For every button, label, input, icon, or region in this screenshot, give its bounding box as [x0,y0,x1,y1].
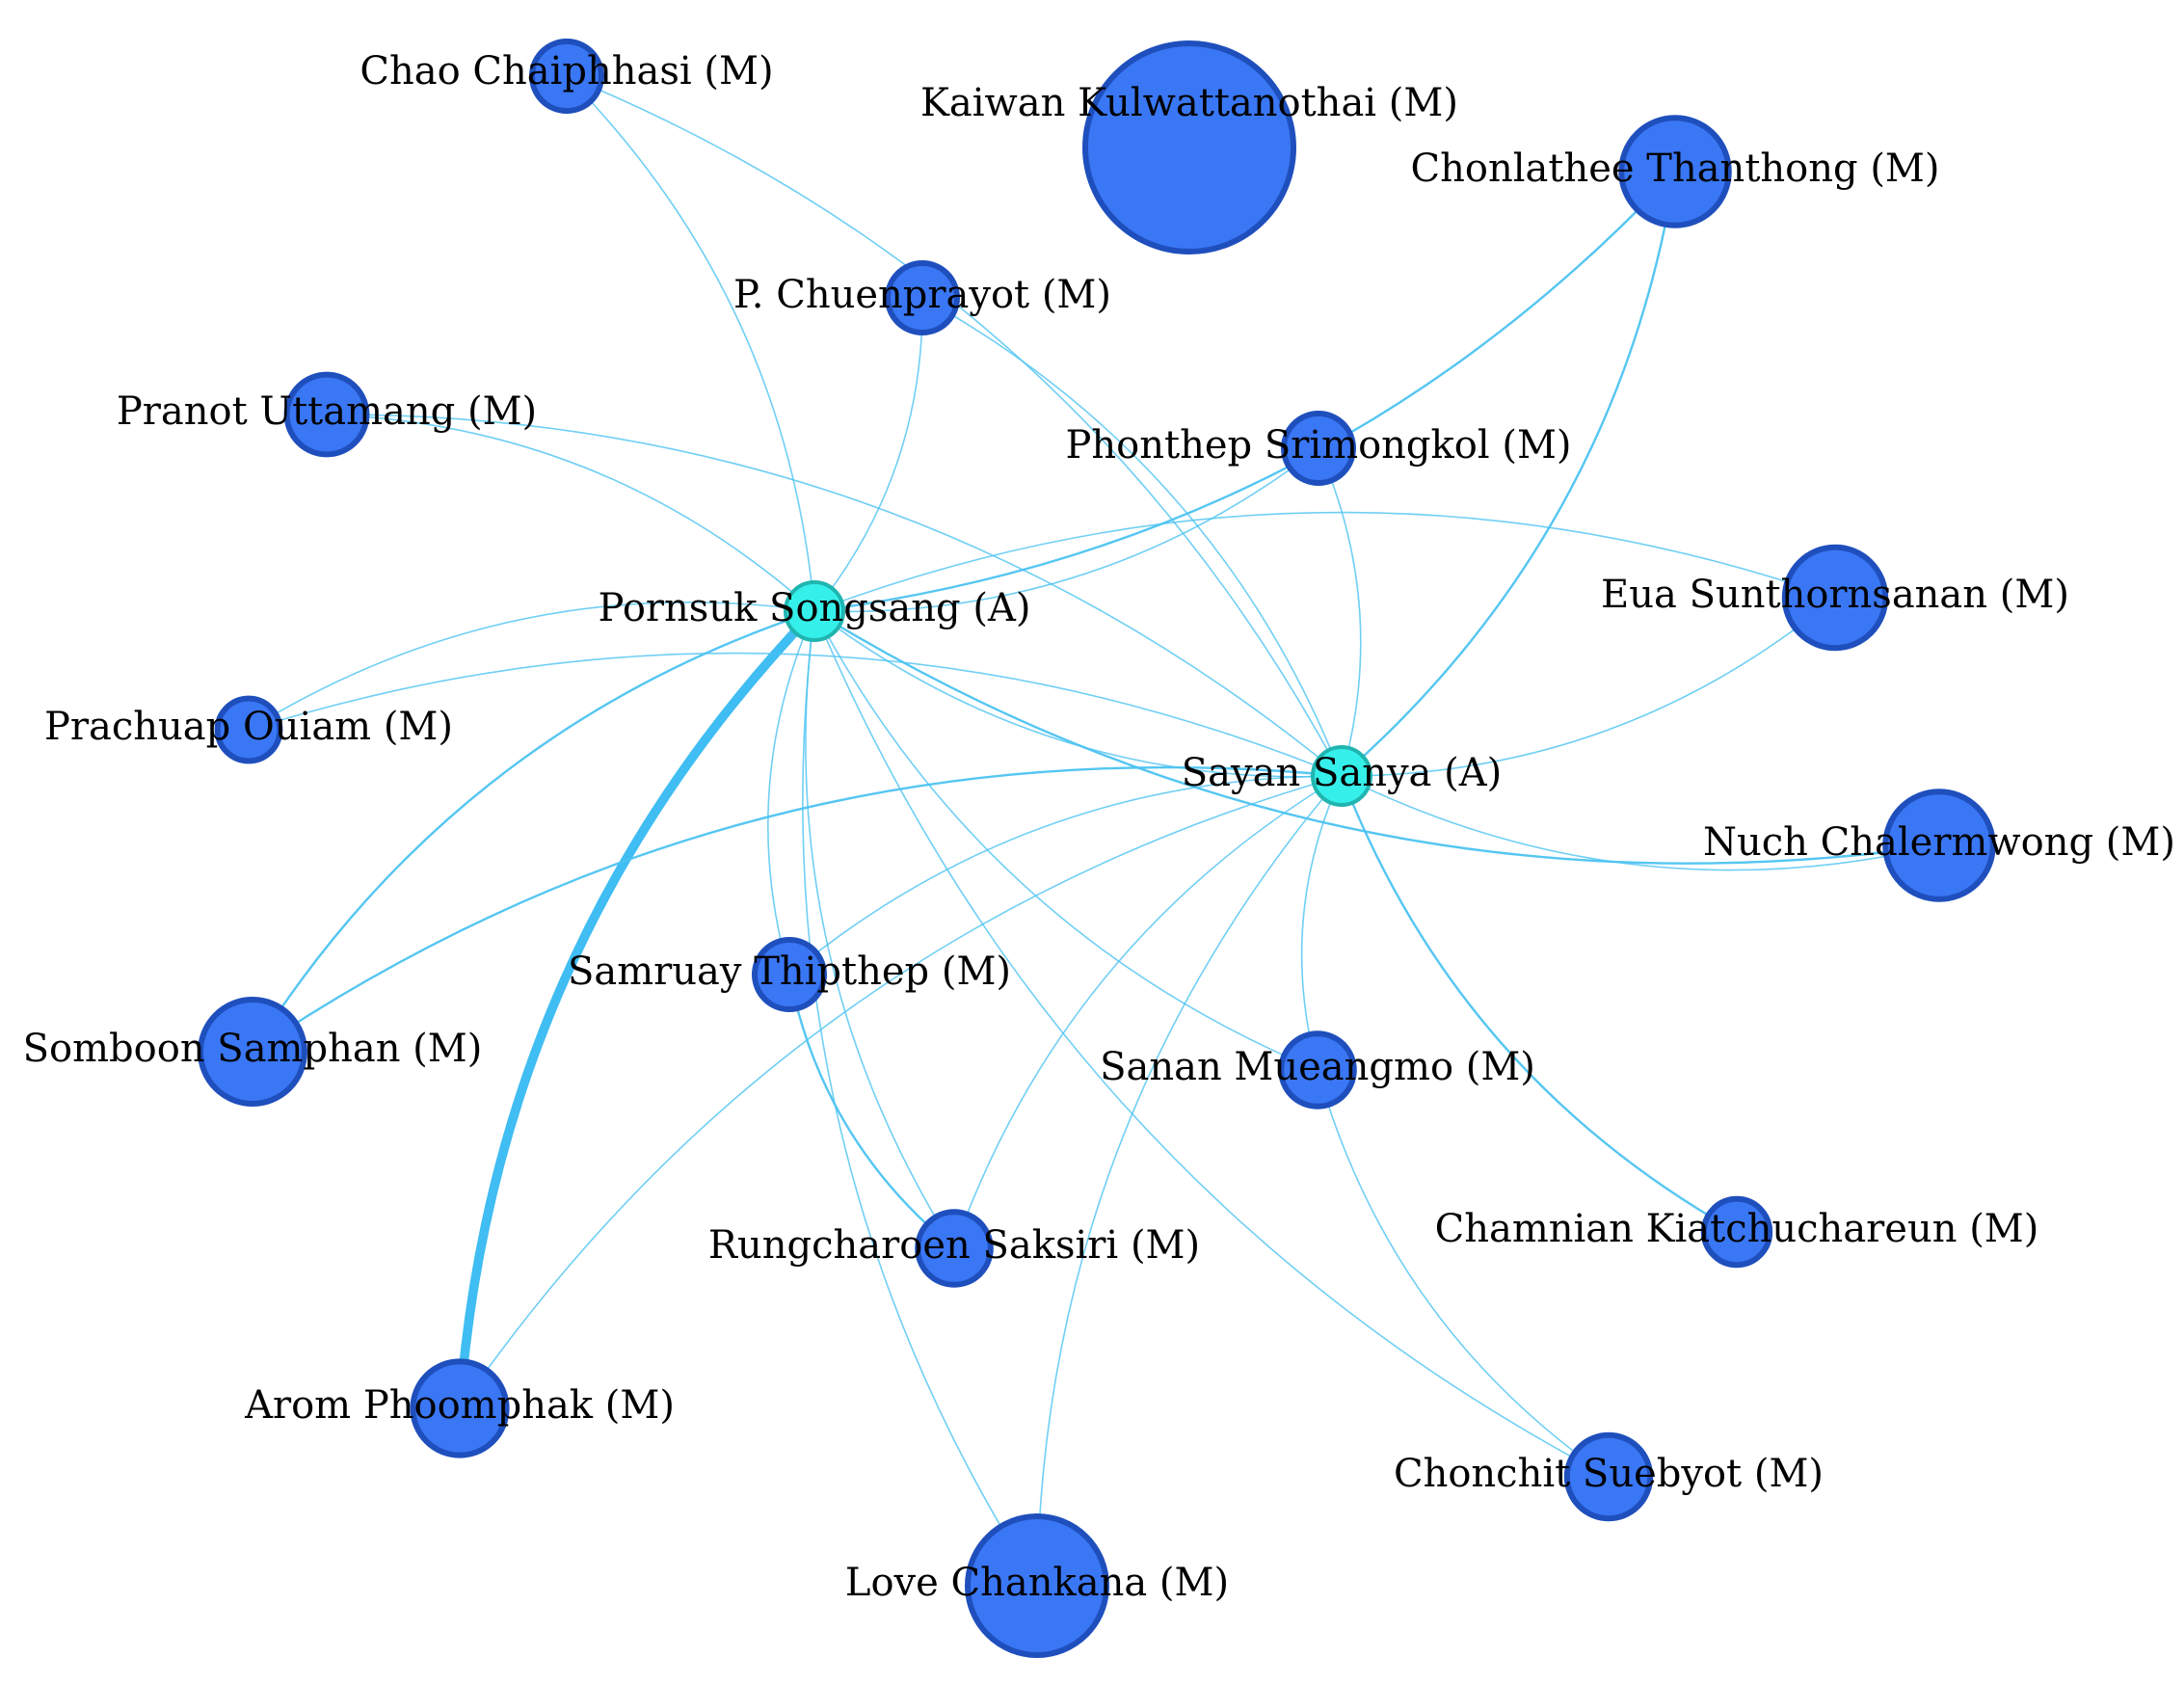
node-eua[interactable] [1781,544,1889,652]
node-label-samruay: Samruay Thipthep (M) [568,949,1011,994]
node-label-love: Love Chankana (M) [845,1561,1229,1605]
node-label-somboon: Somboon Samphan (M) [23,1027,483,1071]
node-nuch[interactable] [1882,789,1996,902]
node-label-kaiwan: Kaiwan Kulwattanothai (M) [920,81,1458,125]
edge-pornsuk-prachuap [248,601,815,731]
edge-sayan-arom [459,775,1343,1409]
node-love[interactable] [965,1513,1109,1658]
node-chonlathee[interactable] [1618,115,1732,228]
node-label-sayan: Sayan Sanya (A) [1182,751,1502,795]
node-rung[interactable] [915,1209,994,1288]
edge-sayan-rung [953,775,1343,1249]
node-pranot[interactable] [283,371,370,458]
edge-pornsuk-pchuen [813,297,923,612]
edge-pornsuk-phonthep [813,447,1319,613]
node-label-pchuen: P. Chuenprayot (M) [733,273,1111,317]
node-chonchit[interactable] [1563,1431,1654,1522]
edge-pornsuk-samruay [767,610,815,976]
edge-sayan-prachuap [248,652,1343,777]
node-label-chonchit: Chonchit Suebyot (M) [1394,1452,1824,1496]
edge-pornsuk-arom [455,606,819,1413]
node-phonthep[interactable] [1281,411,1356,486]
edge-sanan-chonchit [1317,1069,1610,1478]
nodes-layer [198,39,1996,1658]
edge-sayan-nuch [1341,775,1940,871]
edge-sayan-phonthep [1318,447,1362,777]
node-label-sanan: Sanan Mueangmo (M) [1100,1045,1535,1089]
node-label-prachuap: Prachuap Ouiam (M) [44,705,453,749]
labels-layer: Pornsuk Songsang (A) Sayan Sanya (A) Kaiwa… [23,49,2175,1605]
node-samruay[interactable] [752,937,827,1012]
edges-layer [248,75,1941,1587]
edge-sayan-sanan [1300,775,1343,1071]
edge-sayan-chao [566,75,1343,777]
edge-pornsuk-chonchit [813,610,1610,1478]
edge-sayan-samruay [788,775,1343,976]
node-label-pornsuk: Pornsuk Songsang (A) [599,586,1031,630]
edge-sayan-pchuen [921,297,1343,777]
node-sayan[interactable] [1311,745,1372,807]
edge-pornsuk-pranot [326,414,815,612]
edge-samruay-rung [787,973,956,1250]
node-label-arom: Arom Phoomphak (M) [244,1383,675,1428]
edge-eua-pornsuk [813,511,1836,612]
edge-pornsuk-rung [805,610,955,1249]
node-label-phonthep: Phonthep Srimongkol (M) [1065,423,1571,468]
node-pchuen[interactable] [885,260,960,335]
node-label-nuch: Nuch Chalermwong (M) [1703,820,2175,865]
node-label-chonlathee: Chonlathee Thanthong (M) [1411,147,1940,191]
edge-pornsuk-somboon [251,609,816,1054]
edge-sayan-chonlathee [1340,170,1677,778]
node-sanan[interactable] [1278,1030,1357,1110]
edge-pornsuk-chao [566,75,815,612]
node-chamnian[interactable] [1700,1195,1773,1269]
node-kaiwan[interactable] [1082,40,1296,254]
edge-sayan-love [1036,775,1343,1587]
node-label-eua: Eua Sunthornsanan (M) [1601,573,2069,617]
edge-pornsuk-nuch [812,609,1941,865]
edge-sayan-eua [1341,597,1836,777]
edge-sayan-chamnian [1340,774,1739,1234]
node-label-pranot: Pranot Uttamang (M) [117,389,537,434]
node-label-chao: Chao Chaiphhasi (M) [360,49,773,94]
edge-pornsuk-chonlathee [812,170,1677,613]
edge-sayan-somboon [251,765,1344,1054]
edge-pornsuk-sanan [813,610,1318,1071]
edge-pornsuk-love [802,610,1038,1587]
node-label-rung: Rungcharoen Saksiri (M) [708,1223,1200,1268]
node-arom[interactable] [410,1358,510,1458]
node-chao[interactable] [529,39,604,114]
node-somboon[interactable] [198,997,307,1107]
node-prachuap[interactable] [214,695,283,764]
node-pornsuk[interactable] [784,580,845,642]
edge-sayan-pranot [326,414,1343,777]
node-label-chamnian: Chamnian Kiatchuchareun (M) [1435,1207,2039,1251]
edge-pornsuk-sayan [813,610,1343,778]
